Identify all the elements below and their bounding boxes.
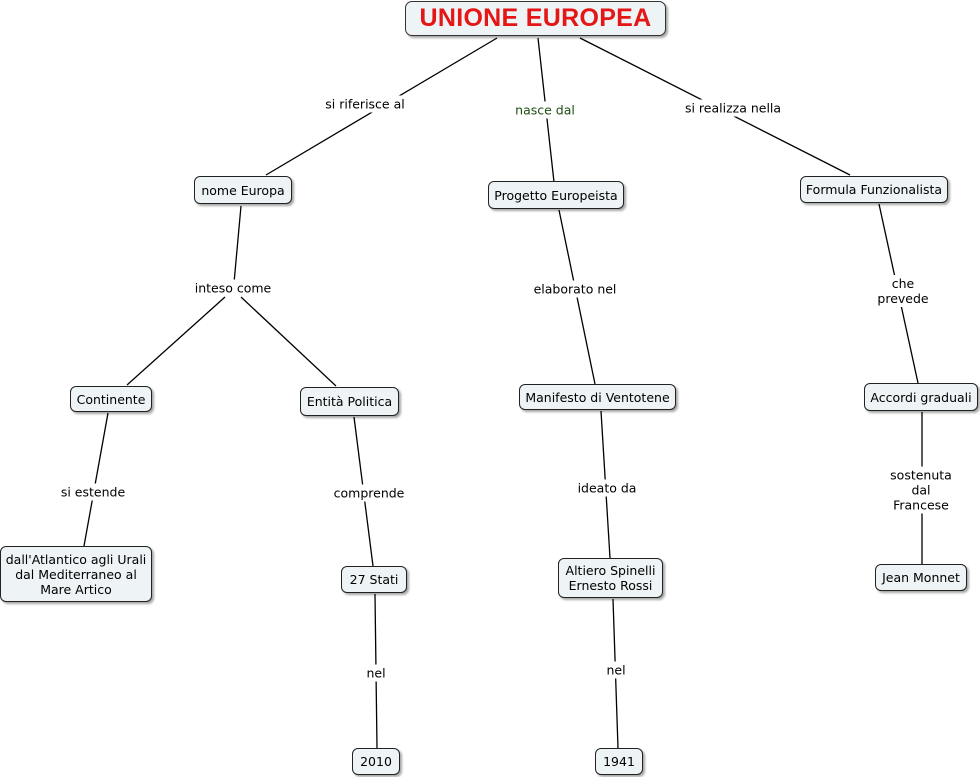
concept-node-2010[interactable]: 2010 (352, 748, 400, 775)
concept-node-27-stati[interactable]: 27 Stati (341, 566, 407, 593)
concept-node-continente[interactable]: Continente (70, 386, 152, 412)
link-label-si-estende: si estende (58, 483, 128, 501)
link-label-si-realizza: si realizza nella (682, 99, 784, 117)
link-label-inteso-come: inteso come (192, 279, 274, 297)
link-label-nasce-dal: nasce dal (513, 101, 577, 119)
link-label-sostenuta-dal: sostenuta dal Francese (888, 466, 954, 514)
connector-line (240, 296, 337, 387)
link-label-che-prevede: che prevede (864, 275, 942, 307)
connector-line (83, 412, 109, 547)
concept-node-accordi-graduali[interactable]: Accordi graduali (864, 383, 978, 411)
concept-node-nome-europa[interactable]: nome Europa (194, 176, 292, 204)
link-label-ideato-da: ideato da (575, 479, 639, 497)
link-label-elaborato-nel: elaborato nel (531, 280, 619, 298)
link-label-nel-1941: nel (604, 661, 628, 679)
connector-line (233, 205, 242, 284)
concept-node-altiero-spinelli-ernesto-rossi[interactable]: Altiero Spinelli Ernesto Rossi (558, 558, 663, 598)
concept-node-atlantico-urali[interactable]: dall'Atlantico agli Urali dal Mediterran… (0, 546, 152, 602)
link-label-nel-2010: nel (364, 664, 388, 682)
link-label-si-riferisce: si riferisce al (323, 95, 407, 113)
root-concept-node[interactable]: UNIONE EUROPEA (405, 1, 666, 36)
concept-node-jean-monnet[interactable]: Jean Monnet (875, 564, 967, 591)
concept-node-1941[interactable]: 1941 (595, 748, 643, 775)
concept-node-formula-funzionalista[interactable]: Formula Funzionalista (800, 176, 948, 203)
concept-node-progetto-europeista[interactable]: Progetto Europeista (488, 181, 624, 209)
concept-node-entita-politica[interactable]: Entità Politica (300, 387, 399, 416)
concept-node-manifesto-ventotene[interactable]: Manifesto di Ventotene (519, 384, 676, 410)
link-label-comprende: comprende (331, 484, 407, 502)
connector-line (126, 296, 226, 386)
